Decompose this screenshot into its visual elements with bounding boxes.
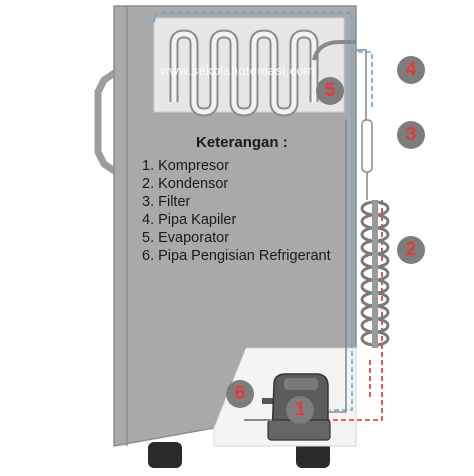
legend-item-kondensor: 2. Kondensor bbox=[142, 176, 229, 192]
marker-condenser: 2 bbox=[397, 236, 425, 264]
door-handle bbox=[94, 69, 118, 175]
marker-evaporator: 5 bbox=[316, 77, 344, 105]
capillary-line-blue bbox=[358, 51, 373, 110]
evaporator-line-blue bbox=[153, 13, 157, 23]
marker-capillary: 4 bbox=[397, 56, 425, 84]
front-foot bbox=[148, 442, 182, 468]
legend-item-evaporator: 5. Evaporator bbox=[142, 230, 230, 246]
legend: Keterangan : 1. Kompresor 2. Kondensor 3… bbox=[142, 134, 372, 265]
evaporator-coil-highlight bbox=[171, 31, 317, 115]
suction-line-blue bbox=[162, 12, 353, 411]
capillary-pipe bbox=[356, 49, 367, 120]
marker-compressor: 1 bbox=[286, 396, 314, 424]
condenser-coil bbox=[360, 200, 390, 348]
evaporator-outlet-pipe bbox=[312, 40, 356, 61]
legend-title: Keterangan : bbox=[196, 134, 288, 151]
rear-foot bbox=[296, 442, 330, 468]
marker-filter: 3 bbox=[397, 121, 425, 149]
legend-item-kompresor: 1. Kompresor bbox=[142, 158, 230, 174]
condenser-frame bbox=[372, 200, 378, 348]
watermark-text: www.sekolahotomasi.com bbox=[160, 64, 315, 78]
suction-pipe bbox=[324, 120, 347, 413]
legend-item-pipa-kapiler: 4. Pipa Kapiler bbox=[142, 212, 237, 228]
legend-list: 1. Kompresor 2. Kondensor 3. Filter 4. P… bbox=[142, 157, 372, 265]
discharge-line-red bbox=[326, 200, 383, 421]
legend-item-pipa-pengisian: 6. Pipa Pengisian Refrigerant bbox=[142, 248, 331, 264]
marker-charging-pipe: 6 bbox=[226, 380, 254, 408]
legend-item-filter: 3. Filter bbox=[142, 194, 191, 210]
